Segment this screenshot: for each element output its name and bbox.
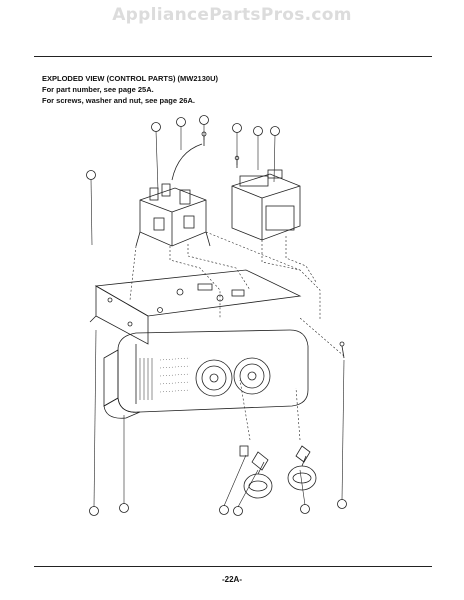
top-rule	[34, 56, 432, 57]
control-panel	[103, 329, 309, 419]
leader-lines	[90, 124, 345, 508]
diagram-title: EXPLODED VIEW (CONTROL PARTS) (MW2130U)	[42, 74, 218, 83]
diagram-header: EXPLODED VIEW (CONTROL PARTS) (MW2130U) …	[42, 73, 218, 106]
relay-switch-assembly	[135, 143, 211, 247]
mounting-plate	[89, 269, 302, 345]
knob-assemblies	[239, 445, 317, 499]
screws	[201, 131, 345, 359]
part-number-note: For part number, see page 25A.	[42, 85, 154, 94]
watermark-text: AppliancePartsPros.com	[112, 5, 352, 25]
callout-balloons	[86, 115, 347, 516]
assembly-guides	[129, 231, 345, 441]
control-unit	[231, 169, 301, 241]
screws-note: For screws, washer and nut, see page 26A…	[42, 96, 195, 105]
bottom-rule	[34, 566, 432, 567]
page-number: -22A-	[221, 575, 242, 584]
